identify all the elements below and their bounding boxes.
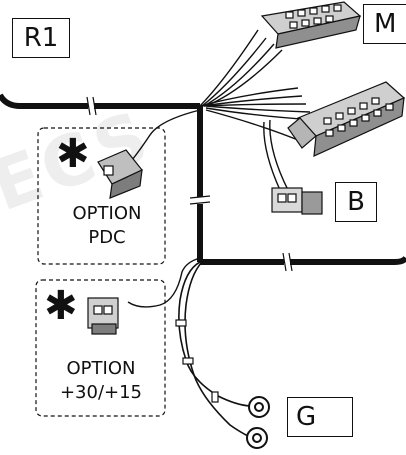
- option-pdc-line2: PDC: [88, 227, 126, 248]
- connector-b-icon: [271, 187, 323, 215]
- optional-marker: ✱: [56, 131, 90, 177]
- label-b: B: [335, 182, 377, 222]
- option-pdc-frame: [37, 127, 166, 265]
- trunk-to-right: [200, 256, 406, 265]
- connector-pdc-icon: [97, 149, 143, 199]
- optional-marker: ✱: [44, 283, 78, 329]
- wire-power: [127, 257, 201, 308]
- label-g: G: [287, 397, 353, 437]
- break-marks: [86, 96, 293, 272]
- option-power-frame: [35, 279, 166, 417]
- connector-m1-icon: [260, 1, 362, 49]
- option-power-line2: +30/+15: [59, 382, 143, 403]
- label-r1: R1: [12, 18, 70, 58]
- option-power-line1: OPTION: [66, 358, 136, 379]
- wires-to-m: [199, 29, 315, 191]
- wire-pdc: [131, 109, 201, 161]
- option-pdc-label: OPTION PDC: [52, 202, 162, 250]
- label-m: M: [363, 4, 406, 44]
- connector-power-icon: [87, 297, 119, 335]
- ring-terminal-icon: [246, 396, 270, 449]
- ground-wires: [178, 261, 251, 437]
- connector-m2-icon: [287, 81, 406, 157]
- trunk-r1-to-junction: [0, 93, 200, 109]
- option-power-label: OPTION +30/+15: [36, 357, 166, 405]
- wire-clips: [175, 319, 219, 403]
- option-pdc-line1: OPTION: [72, 203, 142, 224]
